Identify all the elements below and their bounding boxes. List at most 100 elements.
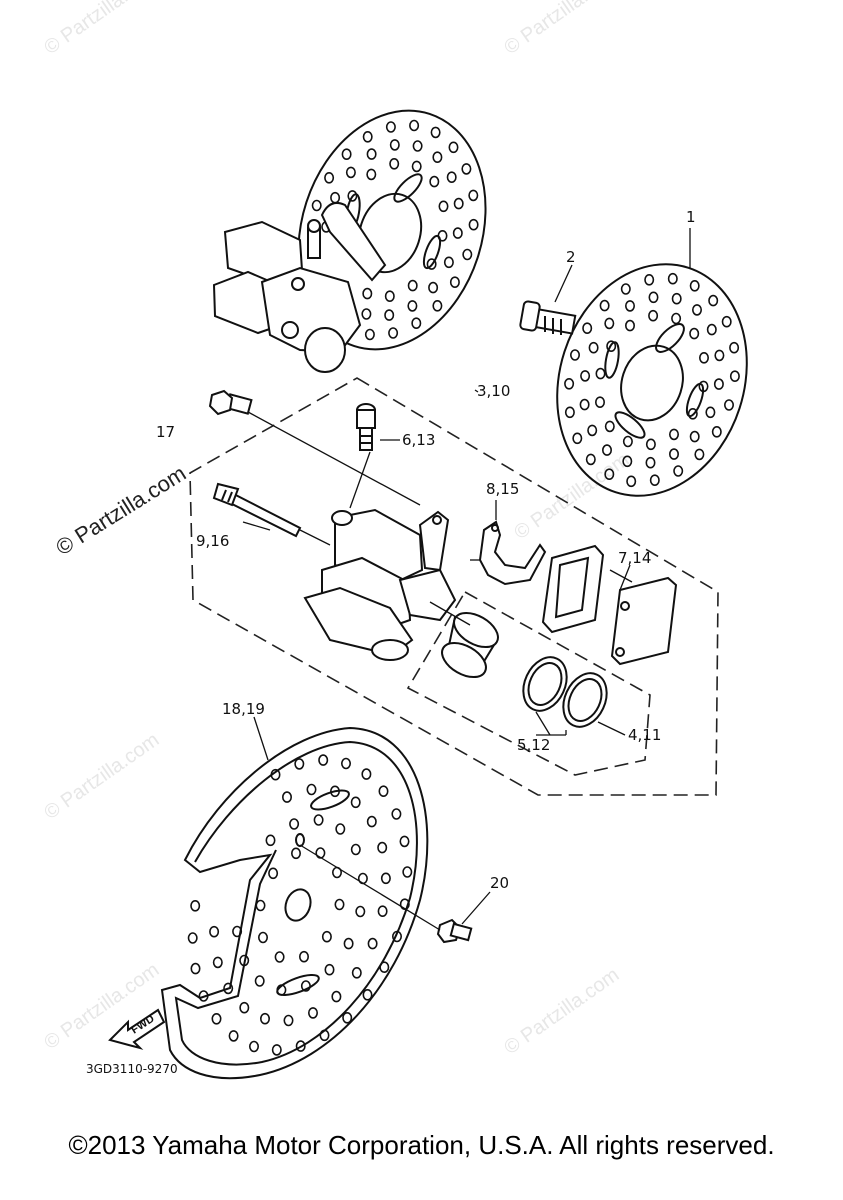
disc-hole bbox=[274, 951, 285, 963]
disc-hole bbox=[389, 139, 400, 151]
disc-hole bbox=[714, 349, 725, 362]
disc-hole bbox=[324, 963, 335, 976]
disc-hole bbox=[443, 256, 454, 269]
disc-hole bbox=[599, 299, 610, 312]
disc-hole bbox=[198, 990, 209, 1002]
leader-lines bbox=[242, 228, 691, 931]
brake-pads-part-7 bbox=[541, 544, 678, 666]
disc-hole bbox=[706, 323, 717, 336]
disc-hole bbox=[212, 956, 223, 969]
disc-hole bbox=[432, 299, 443, 312]
disc-hole bbox=[588, 341, 599, 354]
disc-hole bbox=[569, 349, 580, 361]
caliper-body bbox=[303, 508, 457, 661]
callout-labels: 1 2 3,10 4,11 5,12 6,13 7,14 8,15 9,16 1… bbox=[156, 208, 696, 892]
disc-hole bbox=[411, 160, 422, 173]
copyright-footer: ©2013 Yamaha Motor Corporation, U.S.A. A… bbox=[68, 1130, 775, 1160]
disc-hole bbox=[300, 980, 311, 992]
disc-hole bbox=[329, 785, 340, 798]
disc-hole bbox=[564, 377, 575, 390]
disc-hole bbox=[295, 1040, 306, 1052]
disc-hole bbox=[324, 172, 335, 184]
disc-hole bbox=[391, 930, 402, 943]
disc-hole bbox=[620, 283, 631, 295]
callout-9-16: 9,16 bbox=[196, 532, 229, 550]
disc-hole bbox=[648, 309, 659, 322]
callout-1: 1 bbox=[686, 208, 696, 226]
disc-hole bbox=[698, 351, 709, 364]
caliper-piston bbox=[441, 611, 499, 679]
disc-hole bbox=[468, 218, 479, 231]
disc-hole bbox=[667, 272, 678, 285]
disc-hole bbox=[385, 121, 396, 133]
disc-hole bbox=[259, 1012, 270, 1025]
disc-hole bbox=[729, 370, 740, 383]
disc-hole bbox=[313, 814, 324, 826]
disc-hole bbox=[362, 988, 373, 1001]
disc-hole bbox=[438, 200, 449, 213]
disc-hole bbox=[572, 432, 583, 445]
parts-diagram: © Partzilla.com © Partzilla.com © Partzi… bbox=[40, 0, 748, 1080]
disc-hole bbox=[367, 937, 378, 950]
watermark-faint: © Partzilla.com bbox=[40, 729, 163, 824]
disc-hole bbox=[645, 438, 656, 451]
disc-hole bbox=[399, 835, 410, 848]
disc-hole bbox=[729, 341, 740, 354]
watermark-faint: © Partzilla.com bbox=[510, 449, 633, 544]
disc-hole bbox=[255, 899, 266, 912]
disc-hole bbox=[407, 279, 418, 292]
disc-hole bbox=[694, 448, 705, 461]
callout-7-14: 7,14 bbox=[618, 549, 651, 567]
disc-hole bbox=[723, 399, 734, 411]
callout-6-13: 6,13 bbox=[402, 431, 435, 449]
disc-hole bbox=[604, 317, 615, 330]
disc-hole bbox=[711, 425, 722, 438]
disc-hole bbox=[298, 950, 309, 963]
disc-hole bbox=[412, 140, 423, 152]
disc-hole bbox=[265, 834, 276, 847]
disc-hole bbox=[402, 866, 413, 878]
disc-hole bbox=[604, 468, 615, 481]
disc-hole bbox=[461, 163, 472, 175]
disc-hole bbox=[595, 367, 606, 380]
disc-hole bbox=[321, 930, 332, 943]
disc-hole bbox=[211, 1012, 222, 1025]
disc-hole bbox=[449, 276, 460, 289]
disc-hole bbox=[689, 430, 700, 443]
disc-hole bbox=[624, 300, 635, 312]
callout-18-19: 18,19 bbox=[222, 700, 265, 718]
disc-hole bbox=[648, 291, 659, 304]
disc-hole bbox=[437, 230, 448, 242]
disc-hole bbox=[306, 783, 317, 796]
disc-hole bbox=[668, 428, 679, 441]
disc-hole bbox=[190, 899, 201, 912]
disc-hole bbox=[601, 444, 612, 456]
assembly-boundary bbox=[189, 377, 719, 796]
disc-hole bbox=[428, 281, 439, 294]
disc-hole bbox=[671, 292, 682, 305]
disc-hole bbox=[377, 841, 388, 854]
disc-hole bbox=[645, 456, 656, 469]
disc-hole bbox=[331, 990, 342, 1003]
disc-hole bbox=[335, 823, 346, 835]
disc-hole bbox=[270, 768, 281, 781]
disc-hole bbox=[361, 308, 372, 320]
drawing-code: 3GD3110-9270 bbox=[86, 1062, 178, 1076]
disc-hole bbox=[366, 815, 377, 828]
disc-hole bbox=[708, 294, 719, 307]
disc-hole bbox=[468, 189, 479, 202]
disc-hole bbox=[289, 818, 300, 830]
disc-hole bbox=[462, 248, 473, 261]
disc-hole bbox=[350, 796, 361, 809]
disc-hole bbox=[380, 872, 391, 885]
disc-hole bbox=[606, 340, 617, 353]
disc-hole bbox=[622, 435, 633, 448]
disc-hole bbox=[429, 175, 440, 188]
disc-holes bbox=[187, 754, 413, 1056]
bolt-part-2 bbox=[519, 300, 577, 335]
piston-seals-part-4-5 bbox=[522, 656, 608, 728]
disc-hole bbox=[430, 126, 441, 139]
disc-hole bbox=[283, 1014, 294, 1027]
disc-hole bbox=[585, 453, 596, 466]
disc-hole bbox=[713, 378, 724, 390]
